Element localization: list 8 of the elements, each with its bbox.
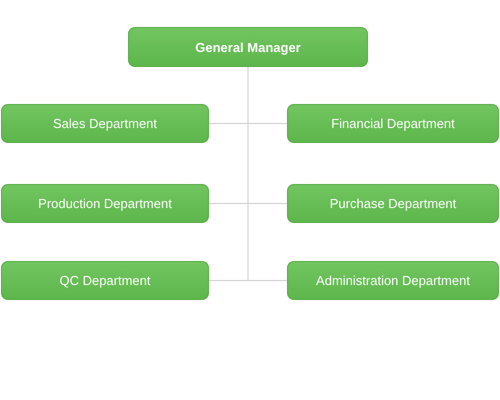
department-box: Production Department bbox=[1, 184, 209, 223]
department-box: Purchase Department bbox=[287, 184, 499, 223]
department-box: QC Department bbox=[1, 261, 209, 300]
connector-line bbox=[248, 66, 288, 281]
manager-box: General Manager bbox=[128, 27, 368, 67]
department-box: Administration Department bbox=[287, 261, 499, 300]
department-box: Sales Department bbox=[1, 104, 209, 143]
department-box: Financial Department bbox=[287, 104, 499, 143]
